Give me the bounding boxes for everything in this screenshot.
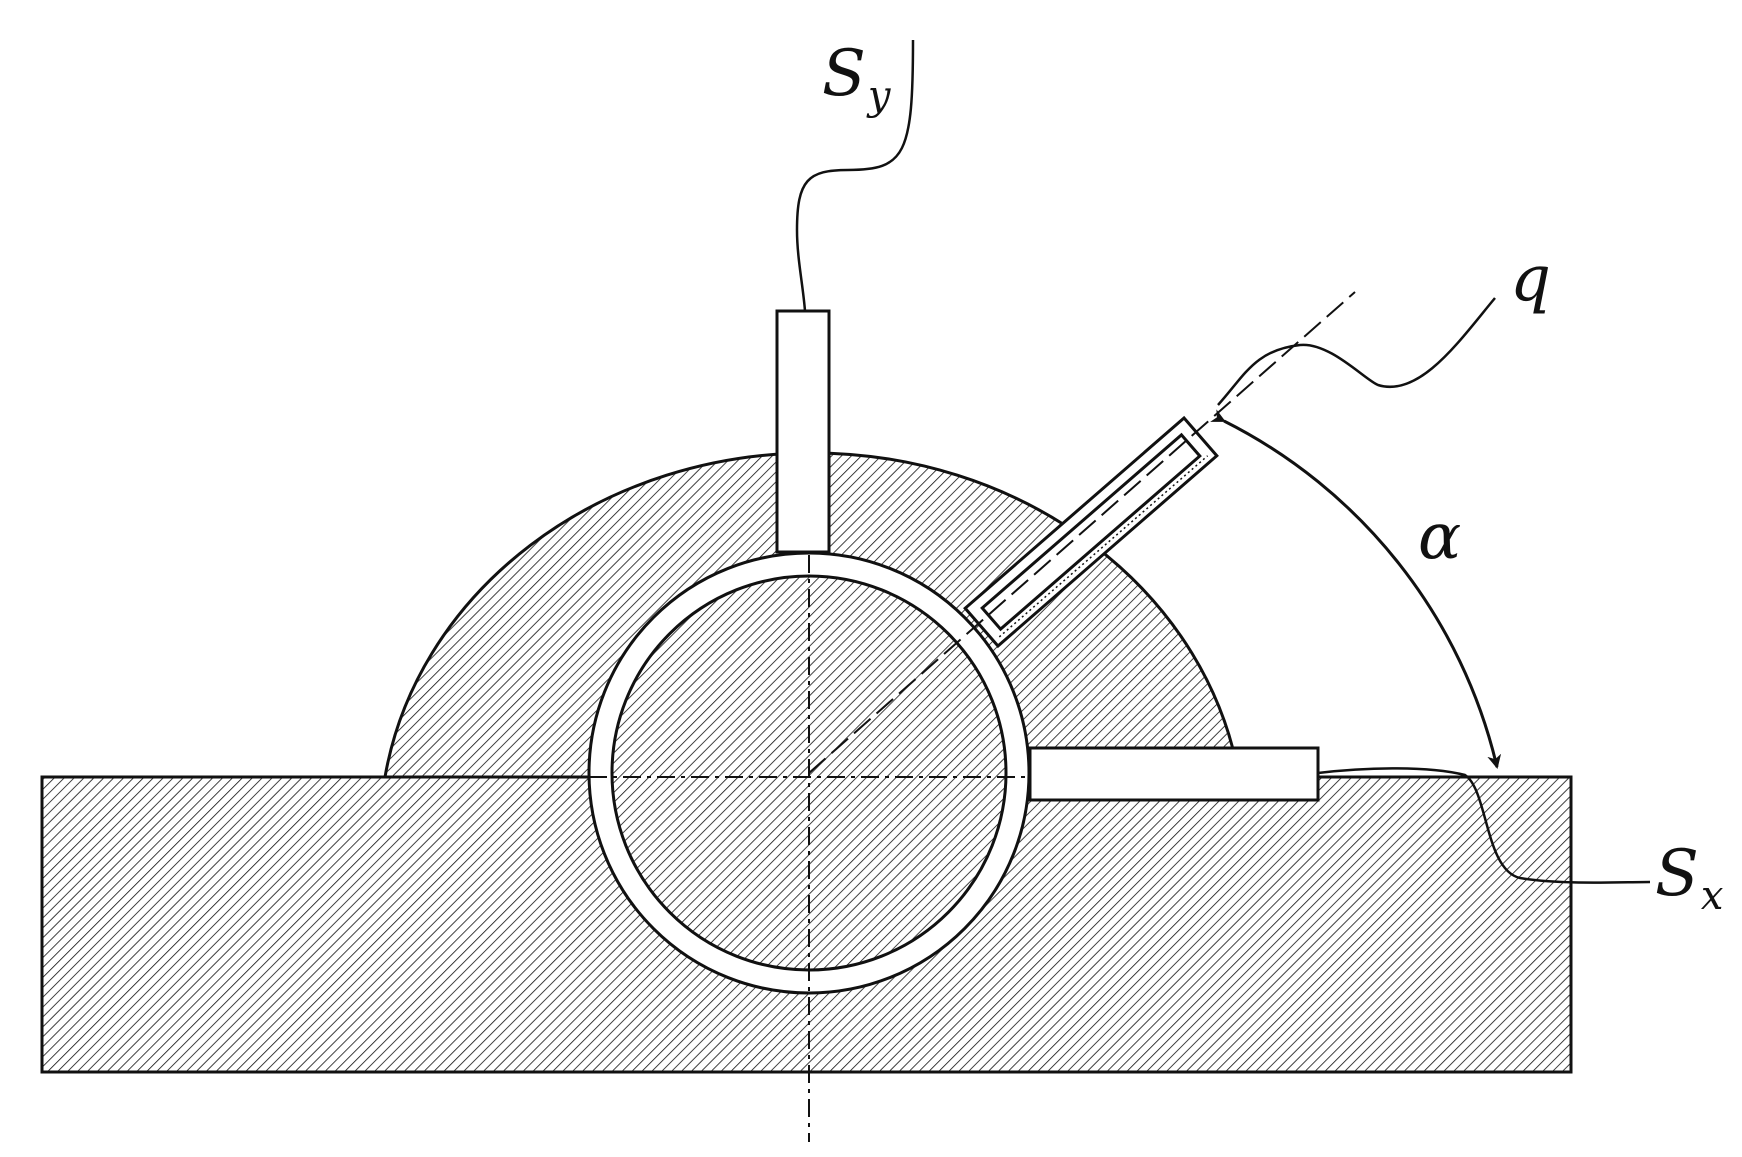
diagonal-centerline	[808, 291, 1356, 774]
cable-q	[1217, 297, 1496, 406]
label-sx-main: S	[1655, 837, 1699, 911]
label-alpha: α	[1418, 500, 1461, 574]
label-sy: Sy	[822, 37, 892, 119]
label-sy-sub: y	[866, 73, 892, 119]
sensor-sy	[775, 309, 831, 554]
cable-sy	[795, 39, 915, 312]
label-sx: Sx	[1655, 837, 1723, 919]
sensor-q	[963, 415, 1219, 649]
label-sy-main: S	[822, 37, 866, 111]
label-sx-sub: x	[1701, 873, 1724, 919]
sensor-sx	[1028, 746, 1320, 802]
angle-alpha-arc	[1210, 409, 1502, 769]
label-q: q	[1510, 242, 1551, 316]
